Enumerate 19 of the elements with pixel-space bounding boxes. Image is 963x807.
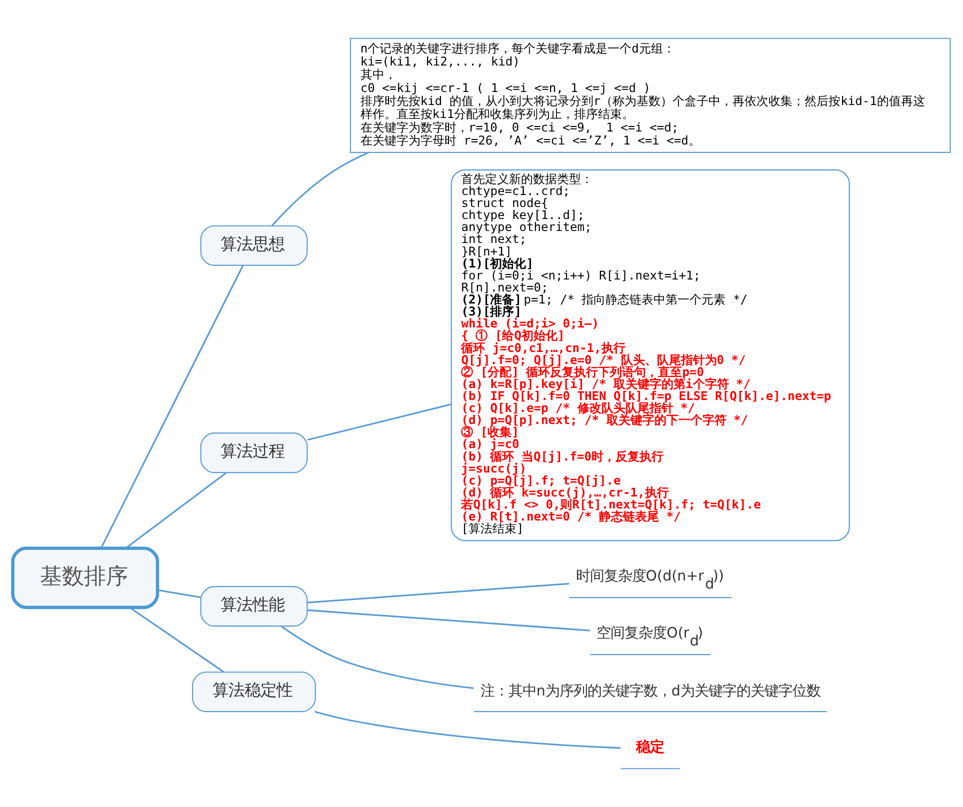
connector: [314, 710, 621, 749]
connector: [125, 472, 227, 549]
node-box: 算法过程: [200, 432, 308, 474]
node-text: 注：其中n为序列的关键字数，d为关键字的关键字位数: [480, 684, 820, 700]
node-box: 首先定义新的数据类型： chtype=c1..crd; struct node{ chtype key[1..d]; anytype otheritem; int next; }R[n+1] (1)[初始化] for (i=0;i <n;i++) R[i].next=i+1; R[n].next=0; (2)[准备] p=1; /* 指向静态链表中第一个元素 */ (3)[排序] while (i=d;i> 0;i—) { ① [给Q初始化] 循环 j=c0,c1,…,cn-1,执行 Q[j].f=0; Q[j].e=0 /* 队头、队尾指针为0 */ ② [分配] 循环反复执行下列语句，直至p=0 (a) k=R[p].key[i] /* 取关键字的第i个字符 */ (b) IF Q[k].f=0 THEN Q[k].f=p ELSE R[Q[k].e].next=p (c) Q[k].e=p /* 修改队头队尾指针 */ (d) p=Q[p].next; /* 取关键字的下一个字符 */ ③ [收集] (a) j=c0 (b) 循环 当Q[j].f=0时，反复执行 j=succ(j) (c) p=Q[j].f; t=Q[j].e (d) 循环 k=succ(j),…,cr-1,执行 若Q[k].f <> 0,则R[t].next=Q[k].f; t=Q[k].e (e) R[t].next=0 /* 静态链表尾 */ [算法结束]: [450, 169, 850, 542]
node-text: 稳定: [636, 740, 664, 756]
connector: [307, 582, 570, 604]
node-box: 算法性能: [200, 586, 308, 627]
node-box: 基数排序: [11, 546, 160, 610]
connector: [307, 609, 590, 632]
connector: [158, 589, 201, 598]
node-box: n个记录的关键字进行排序，每个关键字看成是一个d元组： ki=(ki1, ki2,..., kid) 其中， c0 <=kij <=cr-1 ( 1 <=i <=n, 1 <=j <=d ) 排序时先按kid 的值，从小到大将记录分到r（称为基数）个盒子中，再依次收集；然后按kid-1的值再这样作。直至按ki1分配和收集序列为止，排序结束。 在关键字为数字时，r=10, 0 <=ci <=9, 1 <=i <=d; 在关键字为字母时 r=26, ’A’ <=ci <=’Z’, 1 <=i <=d。: [350, 38, 951, 153]
node-box: 算法思想: [200, 225, 308, 266]
connector: [129, 606, 224, 673]
connector: [307, 404, 452, 441]
connector: [271, 152, 369, 226]
connector: [100, 265, 244, 548]
connector: [280, 626, 474, 689]
node-box: 算法稳定性: [192, 672, 316, 712]
